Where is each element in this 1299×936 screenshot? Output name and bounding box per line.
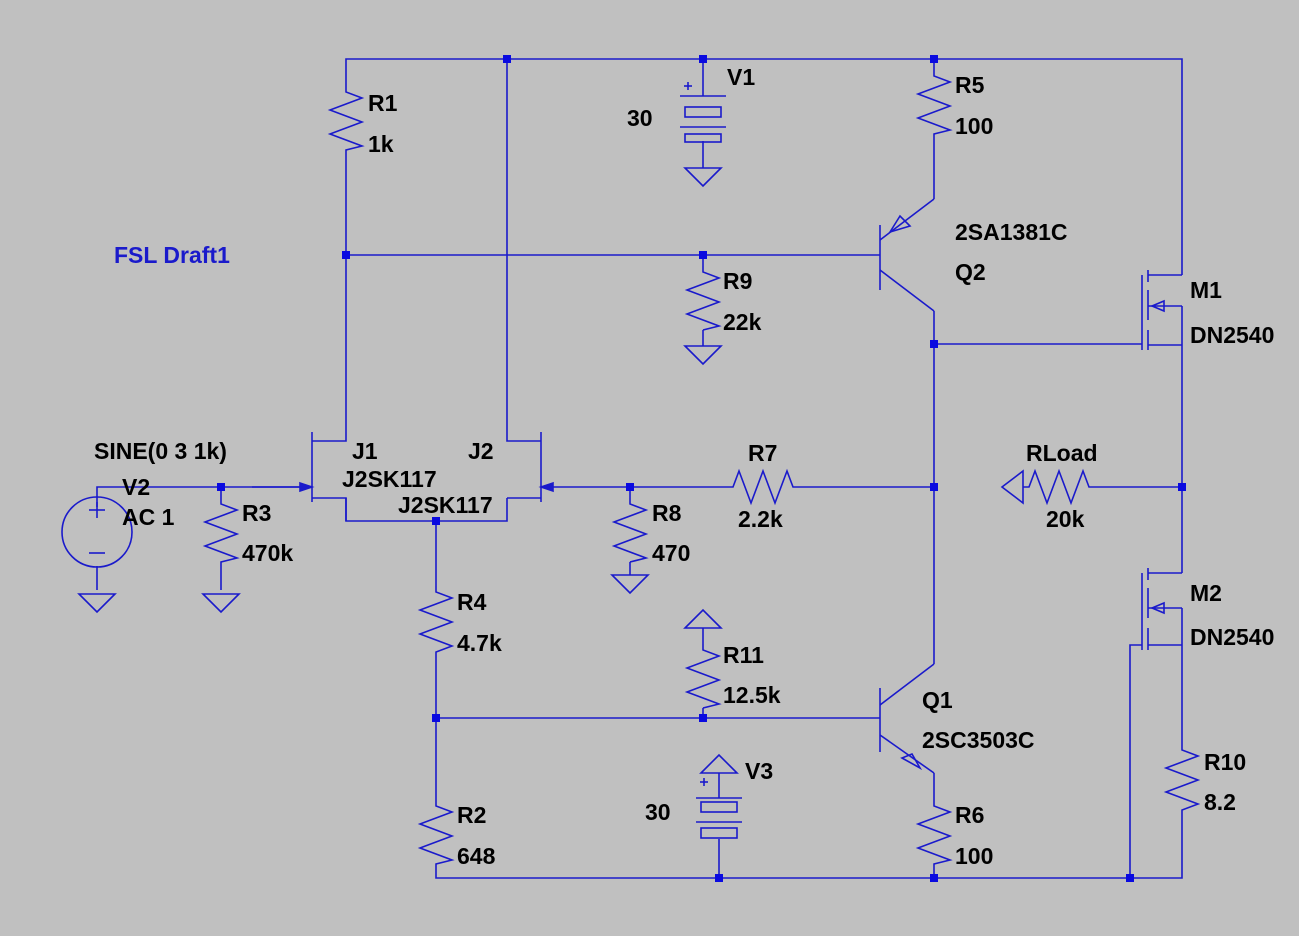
r11-name: R11 — [723, 642, 764, 668]
j1-name: J1 — [352, 438, 378, 464]
battery-v1 — [680, 82, 726, 143]
resistor-r3 — [202, 498, 240, 566]
r9-value: 22k — [723, 309, 762, 335]
m1-model: DN2540 — [1190, 322, 1274, 348]
mosfet-m1 — [1141, 270, 1183, 350]
q2-model: 2SA1381C — [955, 219, 1068, 245]
r8-value: 470 — [652, 540, 690, 566]
supply-flag-v3 — [699, 753, 739, 774]
supply-flag-r11 — [683, 608, 723, 629]
schematic-note: FSL Draft1 — [114, 242, 230, 268]
ground-r8 — [610, 574, 650, 595]
r3-value: 470k — [242, 540, 293, 566]
r10-value: 8.2 — [1204, 789, 1236, 815]
rload-ground-flag — [1000, 469, 1024, 505]
j1-model: J2SK117 — [342, 466, 437, 492]
r6-name: R6 — [955, 802, 984, 828]
j2-name: J2 — [468, 438, 494, 464]
ground-r3 — [201, 593, 241, 614]
jfet-j2 — [507, 432, 554, 502]
resistor-r11 — [684, 644, 722, 709]
resistor-r9 — [684, 266, 722, 331]
r1-name: R1 — [368, 90, 398, 116]
resistor-r2 — [417, 800, 455, 866]
m2-name: M2 — [1190, 580, 1222, 606]
resistor-r7 — [727, 468, 799, 506]
v2-value: SINE(0 3 1k) — [94, 438, 227, 464]
resistor-r6 — [915, 800, 953, 866]
r2-value: 648 — [457, 843, 496, 869]
v1-value: 30 — [627, 105, 653, 131]
jfet-j1 — [252, 432, 347, 521]
source-v2 — [61, 496, 133, 568]
v2-ac: AC 1 — [122, 504, 175, 530]
r9-name: R9 — [723, 268, 752, 294]
m2-model: DN2540 — [1190, 624, 1274, 650]
r3-name: R3 — [242, 500, 271, 526]
r2-name: R2 — [457, 802, 486, 828]
resistor-r10 — [1163, 745, 1201, 820]
mosfet-m2 — [1141, 568, 1183, 650]
ground-v1 — [683, 167, 723, 188]
resistor-r8 — [611, 498, 649, 563]
resistor-r4 — [417, 586, 455, 658]
v3-name: V3 — [745, 758, 773, 784]
r6-value: 100 — [955, 843, 993, 869]
r7-value: 2.2k — [738, 506, 783, 532]
r4-value: 4.7k — [457, 630, 502, 656]
resistor-r5 — [915, 70, 953, 136]
v2-name: V2 — [122, 474, 150, 500]
r10-name: R10 — [1204, 749, 1246, 775]
r5-name: R5 — [955, 72, 985, 98]
v3-value: 30 — [645, 799, 671, 825]
rload-name: RLoad — [1026, 440, 1098, 466]
q1-name: Q1 — [922, 687, 953, 713]
r11-value: 12.5k — [723, 682, 781, 708]
r1-value: 1k — [368, 131, 394, 157]
bjt-q2 — [879, 198, 935, 312]
bjt-q1 — [879, 663, 935, 774]
resistor-rload — [1023, 468, 1101, 506]
junction-nodes — [217, 55, 1186, 882]
ground-r9 — [683, 345, 723, 366]
r5-value: 100 — [955, 113, 993, 139]
r8-name: R8 — [652, 500, 682, 526]
r7-name: R7 — [748, 440, 777, 466]
j2-model: J2SK117 — [398, 492, 493, 518]
m1-name: M1 — [1190, 277, 1222, 303]
wires — [96, 58, 1183, 879]
battery-v3 — [696, 778, 742, 839]
q1-model: 2SC3503C — [922, 727, 1035, 753]
resistor-r1 — [327, 86, 365, 155]
r4-name: R4 — [457, 589, 487, 615]
q2-name: Q2 — [955, 259, 986, 285]
rload-value: 20k — [1046, 506, 1085, 532]
v1-name: V1 — [727, 64, 755, 90]
ground-v2 — [77, 593, 117, 614]
